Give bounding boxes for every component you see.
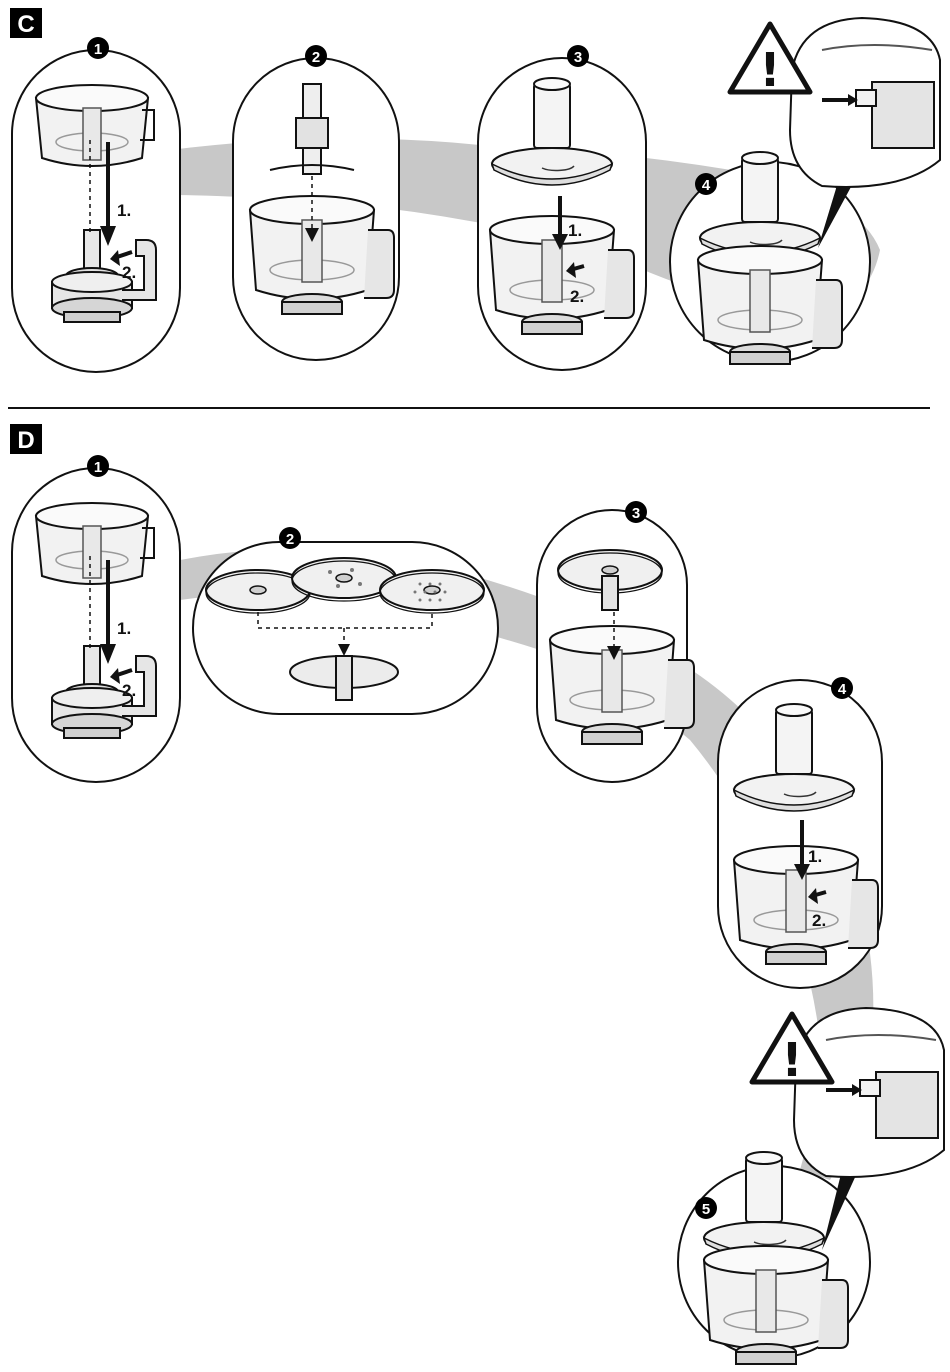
c-step-4-number: 4	[702, 177, 711, 194]
d-zoom-callout	[794, 1008, 944, 1177]
section-c: C 1. 2. 1 2	[10, 8, 940, 372]
d-step-1-panel: 1. 2. 1	[12, 455, 180, 782]
c-step-1-sub-1: 1.	[117, 201, 131, 220]
d-step-3-panel: 3	[537, 501, 694, 782]
d-step-5-number: 5	[702, 1201, 710, 1218]
c-step-3-number: 3	[574, 49, 582, 66]
d-step-4-sub-1: 1.	[808, 847, 822, 866]
d-step-2-number: 2	[286, 531, 294, 548]
d-step-5-panel: ! 5	[678, 1008, 944, 1364]
c-step-1-number: 1	[94, 41, 102, 58]
c-warning-mark: !	[760, 43, 781, 97]
c-step-1-panel: 1. 2. 1	[12, 37, 180, 372]
c-step-1-sub-2: 2.	[122, 263, 136, 282]
c-step-3-sub-2: 2.	[570, 287, 584, 306]
d-step-4-sub-2: 2.	[812, 911, 826, 930]
d-step-2-panel: 2	[193, 527, 498, 714]
c-step-2-panel: 2	[233, 45, 399, 360]
c-step-2-number: 2	[312, 49, 320, 66]
d-step-4-panel: 1. 2. 4	[718, 677, 882, 988]
c-step-3-sub-1: 1.	[568, 221, 582, 240]
d-warning-mark: !	[782, 1033, 803, 1087]
c-zoom-callout	[790, 18, 940, 187]
section-d-label: D	[17, 427, 34, 454]
d-step-4-number: 4	[838, 681, 847, 698]
section-c-label: C	[17, 11, 34, 38]
c-step-4-panel: ! 4	[670, 18, 940, 364]
d-step-1-sub-1: 1.	[117, 619, 131, 638]
d-step-3-number: 3	[632, 505, 640, 522]
c-step-3-panel: 1. 2. 3	[478, 45, 646, 370]
d-step-1-number: 1	[94, 459, 102, 476]
section-d: D 1. 2. 1	[10, 424, 944, 1364]
d-step-1-sub-2: 2.	[122, 681, 136, 700]
